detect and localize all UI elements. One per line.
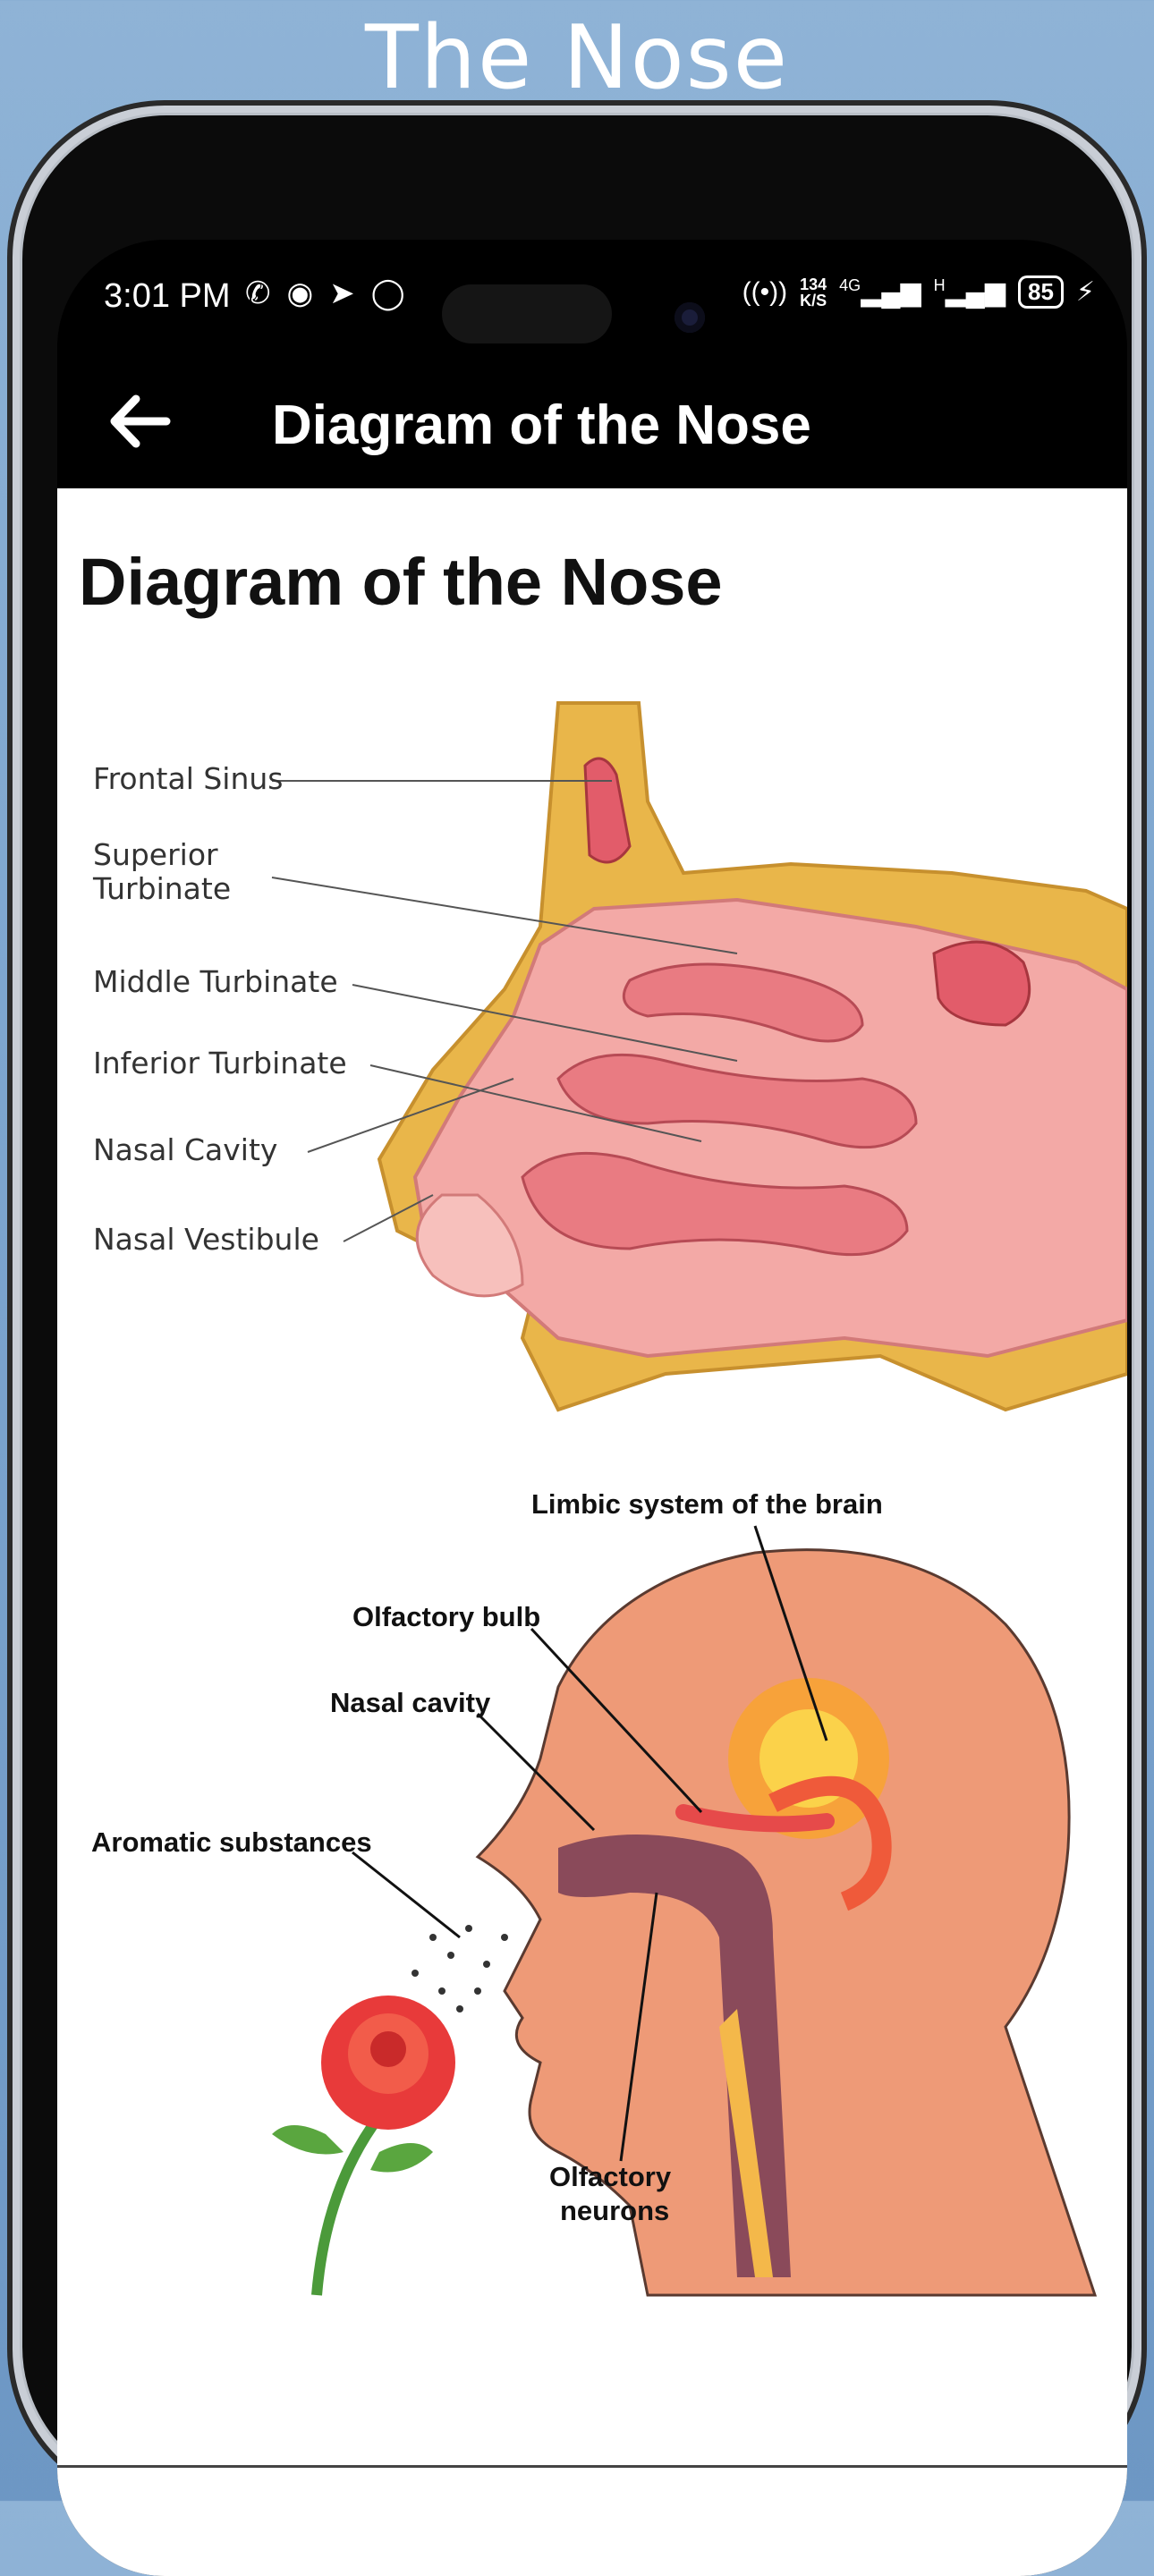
main-content[interactable]: Diagram of the Nose bbox=[57, 488, 1127, 2576]
net-speed-unit: K/S bbox=[800, 291, 827, 309]
page-title: Diagram of the Nose bbox=[79, 545, 723, 619]
status-time: 3:01 PM bbox=[104, 277, 231, 315]
nose-cross-section-diagram: Frontal Sinus Superior Turbinate Middle … bbox=[57, 694, 1127, 1428]
notification-icons: ✆ ◉ ➤ ◯ bbox=[245, 275, 405, 311]
charging-icon: ⚡ bbox=[1075, 277, 1095, 307]
chat-icon: ◉ bbox=[286, 276, 314, 310]
signal-bars-icon: ▂▄▆ bbox=[945, 277, 1006, 307]
label-middle-turbinate: Middle Turbinate bbox=[93, 964, 338, 999]
status-right-icons: ((•)) 134 K/S 4G▂▄▆ H▂▄▆ 85 ⚡ bbox=[742, 275, 1095, 309]
content-divider bbox=[57, 2465, 1127, 2468]
front-camera bbox=[675, 302, 705, 333]
net-speed-value: 134 bbox=[800, 275, 827, 293]
dynamic-island bbox=[442, 284, 612, 343]
label-superior-turbinate-1: Superior bbox=[93, 837, 218, 872]
back-button[interactable] bbox=[104, 390, 175, 453]
app-bar-title: Diagram of the Nose bbox=[272, 394, 811, 456]
network-speed: 134 K/S bbox=[800, 276, 827, 309]
app-bar: Diagram of the Nose bbox=[57, 356, 1127, 488]
screenshot-caption: The Nose bbox=[364, 7, 790, 109]
telegram-icon: ➤ bbox=[329, 276, 355, 310]
arrow-left-icon bbox=[110, 394, 171, 448]
status-bar: 3:01 PM ✆ ◉ ➤ ◯ ((•)) 134 K/S 4G▂▄▆ H▂▄▆… bbox=[57, 240, 1127, 356]
label-limbic-system: Limbic system of the brain bbox=[531, 1488, 883, 1520]
nose-cross-section-art bbox=[271, 701, 1127, 1412]
label-aromatic-substances: Aromatic substances bbox=[91, 1826, 372, 1858]
circle-icon: ◯ bbox=[370, 276, 405, 310]
label-olfactory-neurons-2: neurons bbox=[560, 2195, 670, 2226]
olfactory-head-art bbox=[272, 1525, 1098, 2297]
phone-screen: 3:01 PM ✆ ◉ ➤ ◯ ((•)) 134 K/S 4G▂▄▆ H▂▄▆… bbox=[57, 240, 1127, 2576]
label-olfactory-bulb: Olfactory bulb bbox=[352, 1601, 541, 1632]
battery-indicator: 85 bbox=[1018, 275, 1064, 309]
label-nasal-vestibule: Nasal Vestibule bbox=[93, 1222, 319, 1257]
phone-frame: 3:01 PM ✆ ◉ ➤ ◯ ((•)) 134 K/S 4G▂▄▆ H▂▄▆… bbox=[13, 106, 1141, 2576]
label-nasal-cavity-2: Nasal cavity bbox=[330, 1687, 491, 1718]
network-type-1: 4G bbox=[839, 276, 861, 294]
signal-4g: 4G▂▄▆ bbox=[839, 276, 921, 308]
label-nasal-cavity: Nasal Cavity bbox=[93, 1132, 278, 1167]
signal-h: H▂▄▆ bbox=[934, 276, 1006, 308]
network-type-2: H bbox=[933, 276, 946, 294]
whatsapp-icon: ✆ bbox=[245, 276, 271, 310]
label-frontal-sinus: Frontal Sinus bbox=[93, 761, 284, 796]
olfactory-system-diagram: Limbic system of the brain Olfactory bul… bbox=[57, 1472, 1127, 2331]
label-olfactory-neurons-1: Olfactory bbox=[549, 2161, 672, 2192]
label-inferior-turbinate: Inferior Turbinate bbox=[93, 1046, 347, 1080]
label-superior-turbinate-2: Turbinate bbox=[93, 871, 232, 906]
hotspot-icon: ((•)) bbox=[742, 276, 788, 307]
signal-bars-icon: ▂▄▆ bbox=[861, 277, 921, 307]
